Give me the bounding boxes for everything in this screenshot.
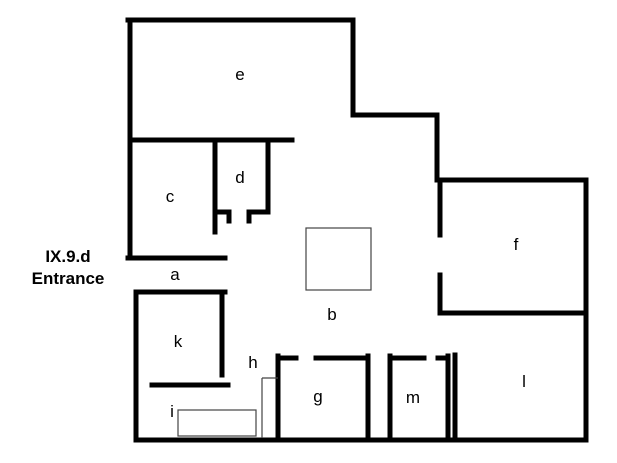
room-label-b: b xyxy=(327,305,337,324)
wall-c-d xyxy=(212,137,271,235)
wall-room-g xyxy=(275,353,371,443)
room-label-i: i xyxy=(170,402,174,421)
room-label-l: l xyxy=(522,372,526,391)
room-label-h: h xyxy=(248,353,258,372)
entrance-caption: IX.9.d Entrance xyxy=(18,246,118,290)
room-label-g: g xyxy=(313,387,323,406)
wall-room-m xyxy=(387,353,451,443)
room-label-e: e xyxy=(235,65,245,84)
room-label-a: a xyxy=(170,265,180,284)
room-label-k: k xyxy=(173,332,183,351)
wall-rooms-f-l xyxy=(437,177,589,443)
outer-wall xyxy=(125,17,589,443)
wall-room-k xyxy=(149,289,231,388)
walls xyxy=(125,17,589,443)
entrance-caption-line1: IX.9.d xyxy=(45,247,91,266)
room-label-m: m xyxy=(405,388,421,407)
thin-features xyxy=(177,227,372,438)
partition-lines xyxy=(261,377,278,438)
wall-corridor-a xyxy=(125,255,228,295)
entrance-caption-line2: Entrance xyxy=(31,269,105,288)
room-label-f: f xyxy=(513,235,519,254)
impluvium xyxy=(305,227,372,291)
stairs-feature xyxy=(177,409,257,437)
room-label-d: d xyxy=(235,168,245,187)
room-label-c: c xyxy=(165,187,175,206)
